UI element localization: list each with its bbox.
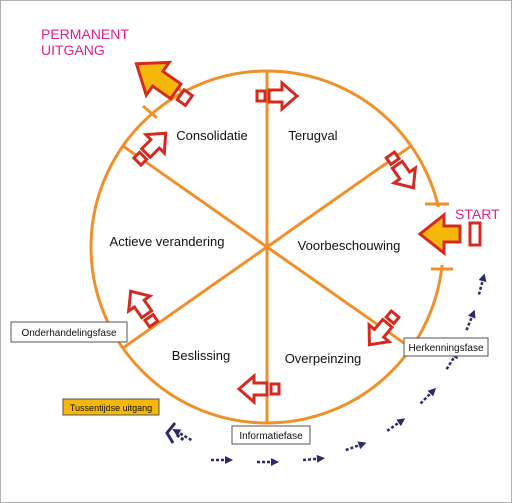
temporary-exit-symbol (165, 422, 186, 444)
phase-actieve-verandering: Actieve verandering (110, 234, 225, 249)
dashed-arrow-9 (461, 306, 480, 333)
start-label: START (455, 206, 500, 222)
phase-voorbeschouwing: Voorbeschouwing (298, 238, 401, 253)
dashed-arrow-7 (416, 383, 441, 408)
phase-beslissing: Beslissing (172, 348, 231, 363)
box-informatiefase-label: Informatiefase (239, 431, 303, 442)
dashed-arrow-1 (169, 424, 195, 445)
box-tussentijdse-uitgang-label: Tussentijdse uitgang (70, 403, 152, 413)
dashed-arrow-2 (209, 454, 235, 466)
permanent-exit-arrow (134, 60, 195, 108)
permanent-exit-label-line2: UITGANG (41, 42, 105, 58)
gap-marker-b (142, 104, 158, 120)
spokes (122, 71, 412, 423)
dashed-arrow-3 (255, 456, 281, 468)
phase-overpeinzing: Overpeinzing (285, 351, 362, 366)
permanent-exit-label-line1: PERMANENT (41, 26, 129, 42)
dashed-arrow-5 (343, 437, 370, 456)
box-herkenningsfase-label: Herkenningsfase (408, 343, 483, 354)
box-herkenningsfase: Herkenningsfase (403, 337, 489, 357)
spoke-diagonal-up (122, 144, 412, 350)
dashed-arrow-10 (473, 271, 490, 297)
phase-terugval: Terugval (288, 128, 337, 143)
dashed-arrow-4 (301, 452, 327, 466)
box-onderhandelingsfase-label: Onderhandelingsfase (21, 328, 117, 339)
phase-consolidatie: Consolidatie (176, 128, 248, 143)
box-tussentijdse-uitgang: Tussentijdse uitgang (62, 398, 160, 416)
box-onderhandelingsfase: Onderhandelingsfase (10, 321, 128, 343)
dashed-arrow-6 (383, 413, 409, 436)
box-informatiefase: Informatiefase (231, 425, 311, 445)
start-arrow (417, 211, 482, 257)
